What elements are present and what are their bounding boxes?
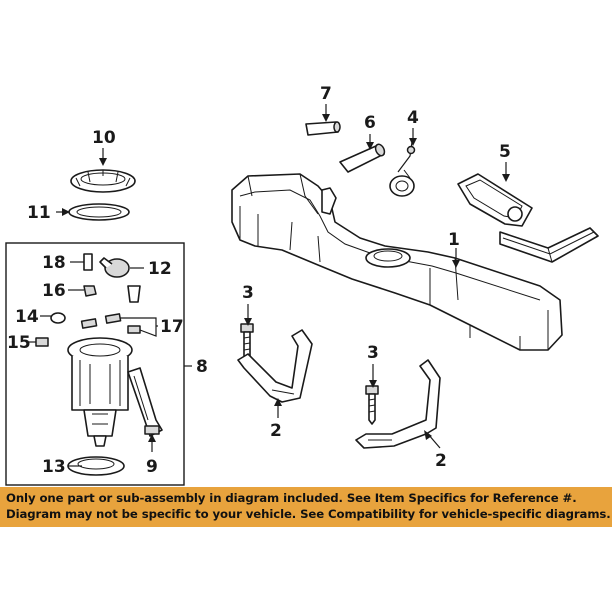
fuel-tank xyxy=(231,173,563,351)
vent-hose xyxy=(339,143,386,173)
callout-2-left: 2 xyxy=(270,421,282,441)
callout-13: 13 xyxy=(42,457,66,477)
filler-neck xyxy=(457,173,599,263)
hose-clamp xyxy=(305,121,341,136)
callout-labels: 1 2 2 3 3 4 5 6 7 8 9 10 11 12 13 14 15 … xyxy=(7,84,511,477)
callout-18: 18 xyxy=(42,253,66,273)
callout-17: 17 xyxy=(160,317,184,337)
disclaimer-line-1: Only one part or sub-assembly in diagram… xyxy=(6,491,577,505)
callout-8: 8 xyxy=(196,357,208,377)
callout-16: 16 xyxy=(42,281,66,301)
callout-12: 12 xyxy=(148,259,172,279)
callout-4: 4 xyxy=(407,108,419,128)
callout-14: 14 xyxy=(15,307,39,327)
strap-bolt-right xyxy=(365,385,379,425)
callout-11: 11 xyxy=(27,203,51,223)
callout-6: 6 xyxy=(364,113,376,133)
fuel-pump-module-group xyxy=(5,242,192,486)
disclaimer-line-2: Diagram may not be specific to your vehi… xyxy=(6,507,611,521)
lock-ring xyxy=(70,169,136,193)
callout-5: 5 xyxy=(499,142,511,162)
tank-strap-left xyxy=(237,329,313,403)
tank-strap-right xyxy=(355,359,441,449)
fuel-pump-seal xyxy=(68,203,130,221)
disclaimer-banner: Only one part or sub-assembly in diagram… xyxy=(0,487,612,527)
callout-3-left: 3 xyxy=(242,283,254,303)
sending-unit-seal xyxy=(389,141,416,197)
callout-2-right: 2 xyxy=(435,451,447,471)
callout-7: 7 xyxy=(320,84,332,104)
callout-3-right: 3 xyxy=(367,343,379,363)
leader-lines xyxy=(56,104,510,452)
callout-1: 1 xyxy=(448,230,460,250)
callout-15: 15 xyxy=(7,333,31,353)
callout-10: 10 xyxy=(92,128,116,148)
callout-9: 9 xyxy=(146,457,158,477)
